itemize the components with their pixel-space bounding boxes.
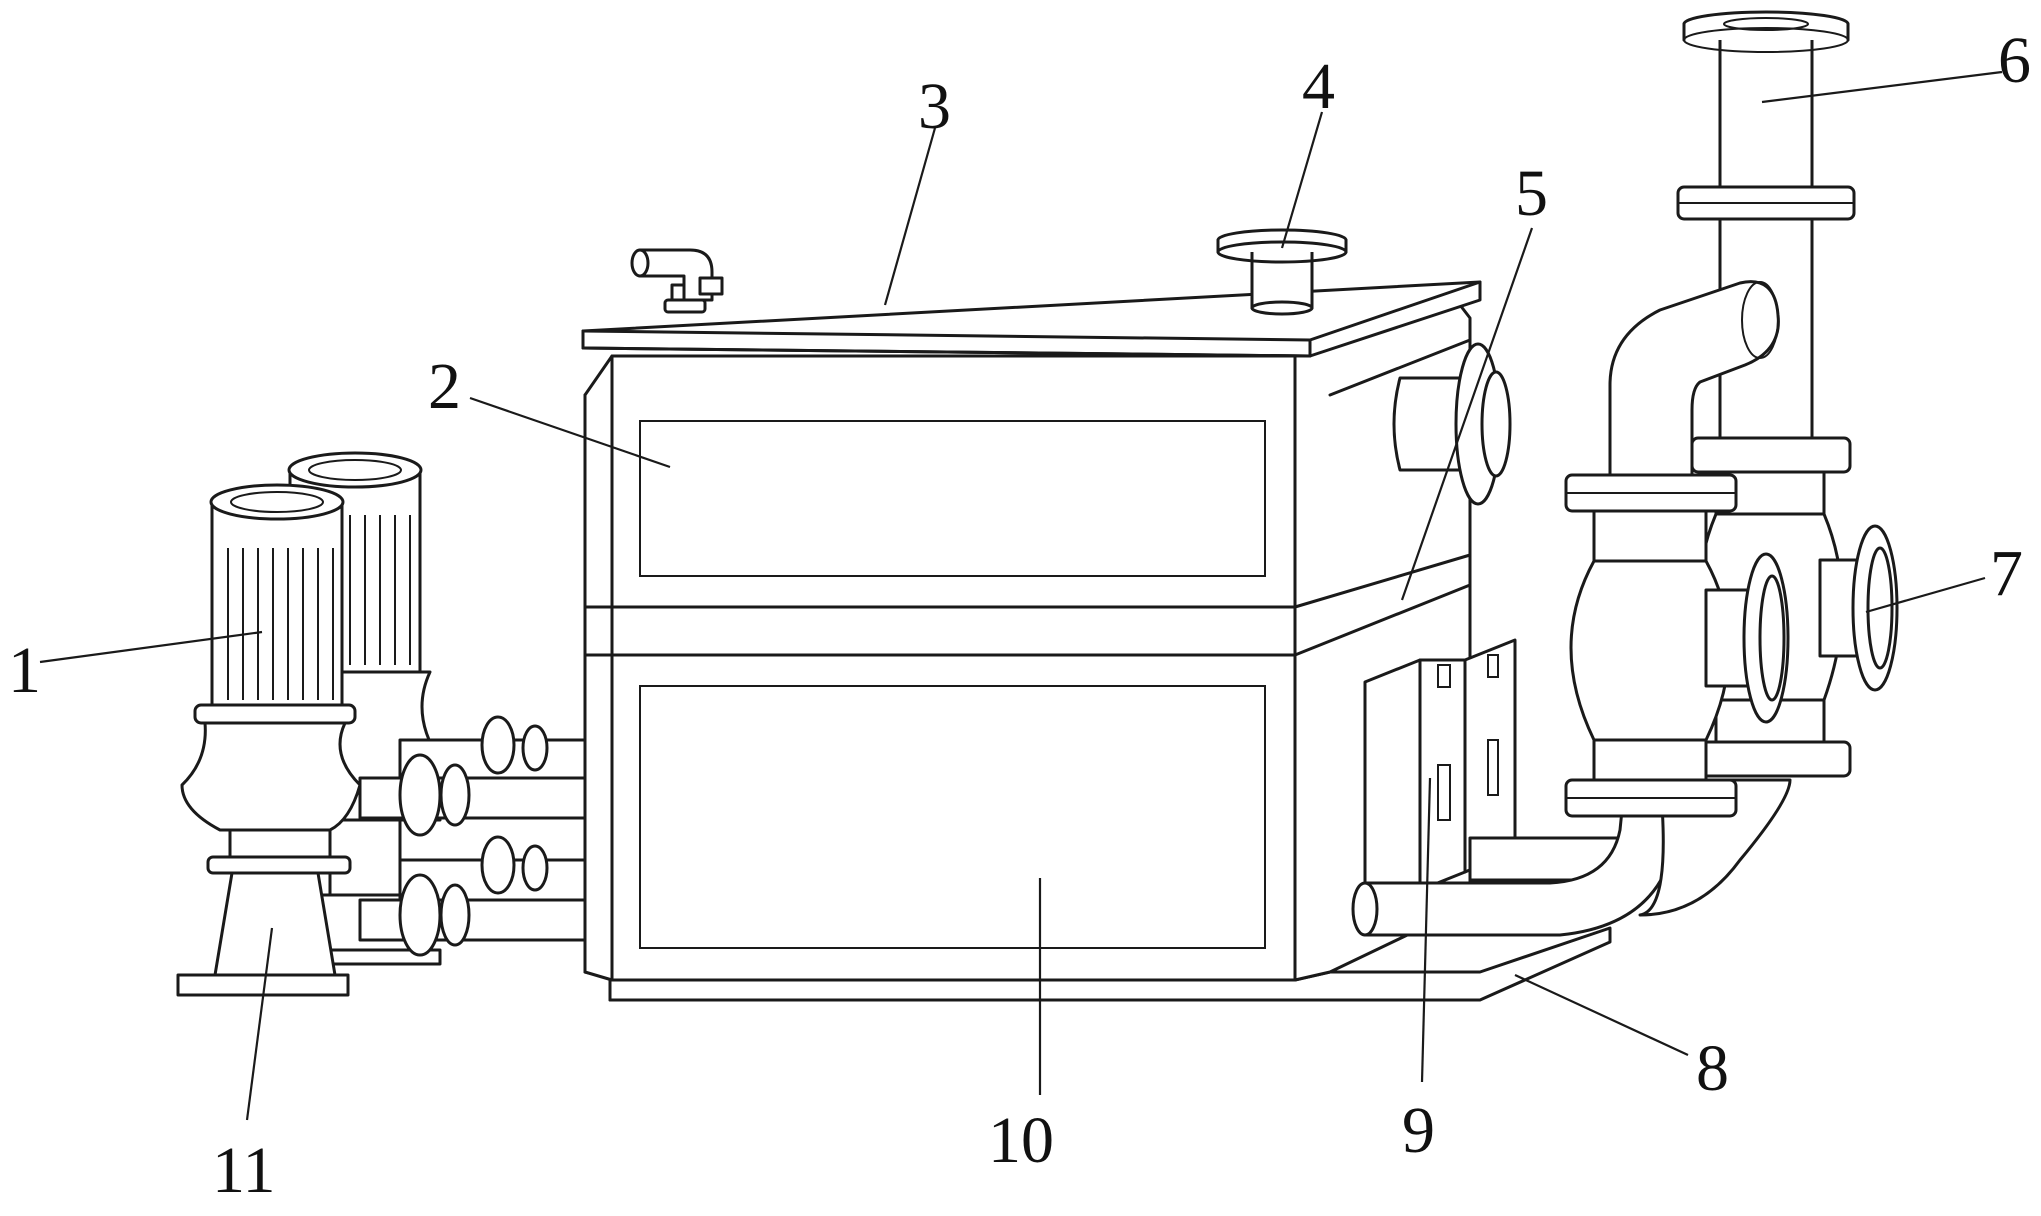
vent-elbow xyxy=(630,248,724,314)
callout-9: 9 xyxy=(1402,1094,1435,1167)
front-pump xyxy=(176,483,362,997)
callout-1: 1 xyxy=(8,634,41,707)
callout-2: 2 xyxy=(428,350,461,423)
callout-7: 7 xyxy=(1990,537,2023,610)
tank-body xyxy=(583,303,1472,982)
leader-8 xyxy=(1514,974,1689,1056)
leader-5 xyxy=(1400,227,1534,601)
valve-assembly xyxy=(1564,436,1899,818)
callout-11: 11 xyxy=(212,1134,276,1207)
return-elbow xyxy=(1608,280,1780,477)
callout-6: 6 xyxy=(1998,24,2031,97)
leader-7 xyxy=(1865,576,1986,614)
leader-3 xyxy=(883,127,937,306)
leader-6 xyxy=(1761,70,2003,104)
callout-5: 5 xyxy=(1515,157,1548,230)
top-flange xyxy=(1216,228,1348,316)
control-boxes xyxy=(1363,638,1517,892)
leader-2 xyxy=(469,396,671,469)
callout-labels: 1 2 3 4 5 6 7 8 9 10 11 xyxy=(8,24,2031,1207)
leader-9 xyxy=(1420,777,1432,1083)
leader-1 xyxy=(39,630,263,664)
pump-discharge-lines xyxy=(358,715,587,957)
leader-lines xyxy=(39,70,2003,1121)
callout-4: 4 xyxy=(1302,50,1335,123)
callout-10: 10 xyxy=(988,1104,1054,1177)
riser-pipe xyxy=(1676,10,1856,451)
lower-panel xyxy=(639,685,1266,949)
callout-3: 3 xyxy=(918,70,951,143)
leader-4 xyxy=(1280,111,1324,249)
callout-8: 8 xyxy=(1696,1032,1729,1105)
side-outlet xyxy=(1392,342,1512,506)
upper-panel xyxy=(639,420,1266,577)
leader-11 xyxy=(245,927,274,1121)
base-plate xyxy=(583,926,1612,1002)
